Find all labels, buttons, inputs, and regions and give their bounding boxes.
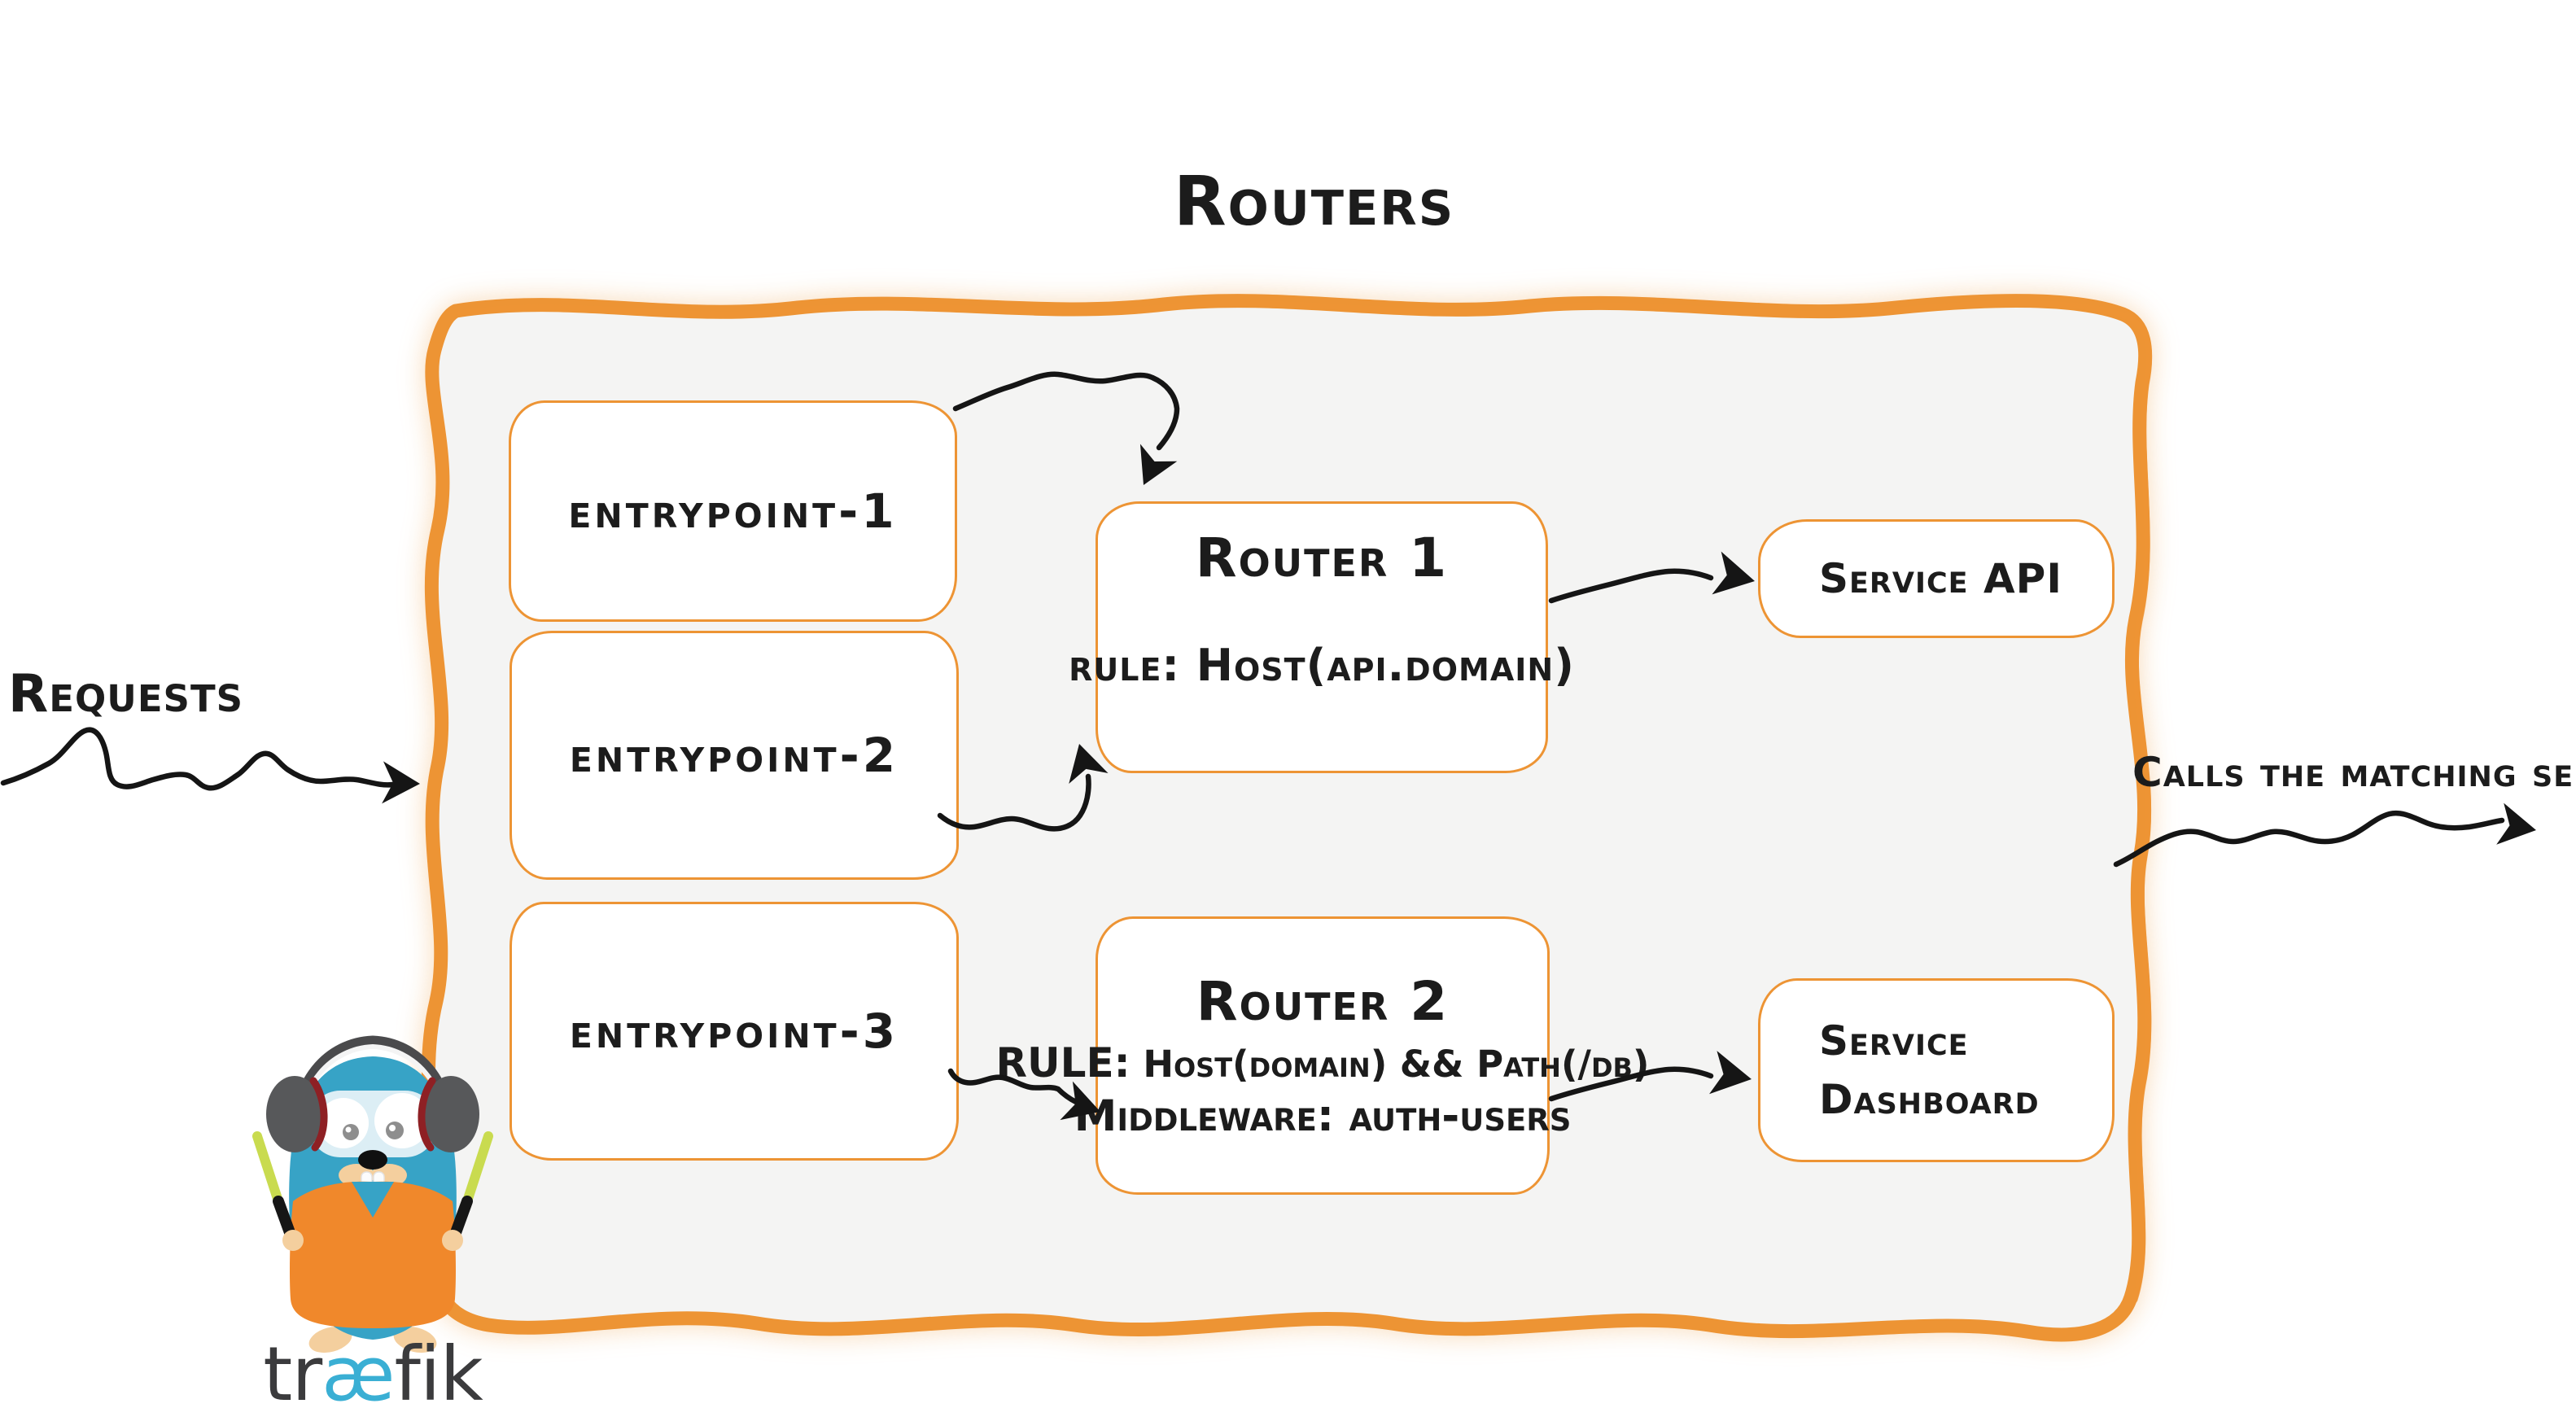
router-2-title: Router 2 bbox=[1196, 970, 1450, 1033]
service-api-label: Service API bbox=[1819, 554, 2062, 602]
service-api-box: Service API bbox=[1758, 519, 2115, 638]
entrypoint-1-box: entrypoint-1 bbox=[509, 400, 957, 622]
service-dashboard-label: Service Dashboard bbox=[1819, 1017, 2040, 1124]
entrypoint-1-label: entrypoint-1 bbox=[568, 483, 898, 539]
router-2-rule: RULE: Host(domain) && Path(/db) bbox=[996, 1039, 1650, 1087]
router-2-box: Router 2 RULE: Host(domain) && Path(/db)… bbox=[996, 916, 1649, 1195]
router-1-rule: rule: Host(api.domain) bbox=[1069, 640, 1575, 691]
container-rough-stroke bbox=[457, 300, 2153, 1303]
entrypoint-2-label: entrypoint-2 bbox=[569, 728, 899, 783]
router-1-title: Router 1 bbox=[1195, 527, 1449, 589]
router-2-rule-label: RULE: bbox=[995, 1039, 1131, 1087]
calls-label: Calls the matching server bbox=[2132, 749, 2576, 796]
entrypoint-3-box: entrypoint-3 bbox=[510, 902, 959, 1161]
router-2-middleware: Middleware: auth-users bbox=[1074, 1091, 1572, 1141]
service-dashboard-box: Service Dashboard bbox=[1758, 978, 2115, 1162]
requests-label: Requests bbox=[8, 664, 244, 724]
entrypoint-3-label: entrypoint-3 bbox=[569, 1004, 899, 1059]
router-1-box: Router 1 rule: Host(api.domain) bbox=[1069, 501, 1574, 773]
router-2-rule-value: Host(domain) && Path(/db) bbox=[1130, 1043, 1650, 1086]
entrypoint-2-box: entrypoint-2 bbox=[510, 631, 959, 880]
diagram-title: Routers bbox=[1174, 161, 1455, 241]
